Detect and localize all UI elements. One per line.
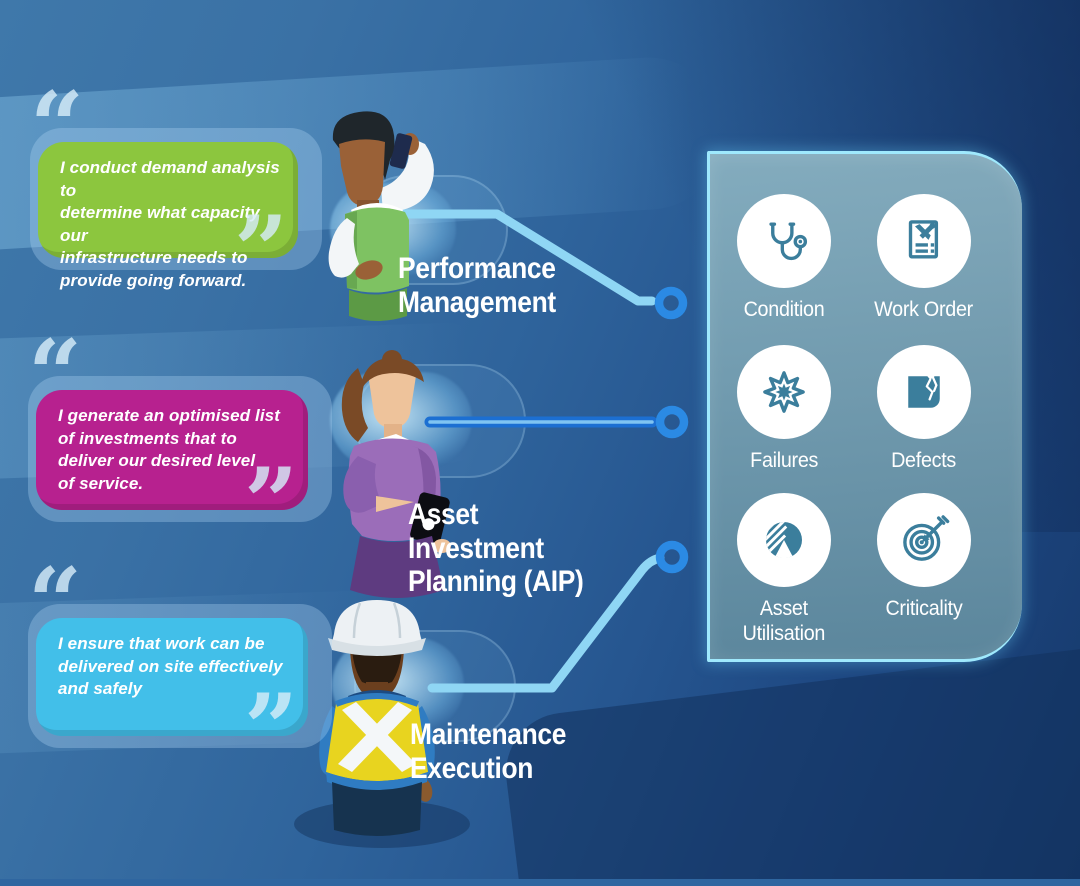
panel-item-label: Work Order [874, 298, 974, 321]
stethoscope-icon [737, 194, 831, 288]
panel-item-criticality: Criticality [858, 493, 990, 621]
target-dart-icon [877, 493, 971, 587]
maintenance-worker-illustration [294, 600, 470, 848]
speech-bubble-aip: I generate an optimised list of investme… [28, 328, 332, 550]
close-quote-mark: ” [244, 674, 299, 784]
open-quote-mark: “ [28, 320, 83, 430]
role-label-asset-investment-planning: Asset Investment Planning (AIP) [408, 498, 607, 599]
quote-text: I generate an optimised list of investme… [58, 406, 280, 493]
quote-text: I conduct demand analysis to determine w… [60, 158, 280, 291]
asset-data-panel: Condition Work Order [707, 151, 1022, 662]
panel-item-condition: Condition [718, 194, 850, 322]
connector-node [655, 540, 689, 574]
quote-text: I ensure that work can be delivered on s… [58, 634, 283, 699]
panel-item-label: Failures [750, 449, 818, 472]
panel-item-label: Condition [743, 298, 825, 321]
role-label-performance-management: Performance Management [398, 252, 577, 319]
aip-planner-illustration [341, 350, 451, 598]
panel-item-label: Asset Utilisation [742, 597, 826, 646]
pie-chart-icon [737, 493, 831, 587]
bubble-body: I conduct demand analysis to determine w… [38, 142, 298, 290]
role-label-maintenance-execution: Maintenance Execution [410, 718, 587, 785]
role-text: Performance Management [398, 252, 556, 319]
role-text: Asset Investment Planning (AIP) [408, 498, 584, 599]
panel-item-failures: Failures [718, 345, 850, 473]
panel-item-label: Defects [891, 449, 957, 472]
performance-manager-illustration [328, 111, 434, 321]
open-quote-mark: “ [28, 548, 83, 658]
panel-item-label: Criticality [885, 597, 963, 620]
connector-node [654, 286, 688, 320]
close-quote-mark: ” [244, 448, 299, 558]
open-quote-mark: “ [30, 72, 85, 182]
panel-item-work-order: Work Order [858, 194, 990, 322]
bubble-body: I generate an optimised list of investme… [36, 390, 308, 510]
bubble-body: I ensure that work can be delivered on s… [36, 618, 308, 736]
speech-bubble-maintenance: I ensure that work can be delivered on s… [28, 556, 332, 776]
panel-item-asset-utilisation: Asset Utilisation [718, 493, 850, 646]
cracked-panel-icon [877, 345, 971, 439]
background-bottom-strip [0, 879, 1080, 886]
close-quote-mark: ” [234, 196, 289, 306]
connector-performance [393, 209, 657, 306]
work-order-document-icon [877, 194, 971, 288]
panel-item-defects: Defects [858, 345, 990, 473]
connector-node [655, 405, 689, 439]
burst-star-icon [737, 345, 831, 439]
role-text: Maintenance Execution [410, 718, 567, 785]
speech-bubble-performance: I conduct demand analysis to determine w… [30, 80, 322, 298]
